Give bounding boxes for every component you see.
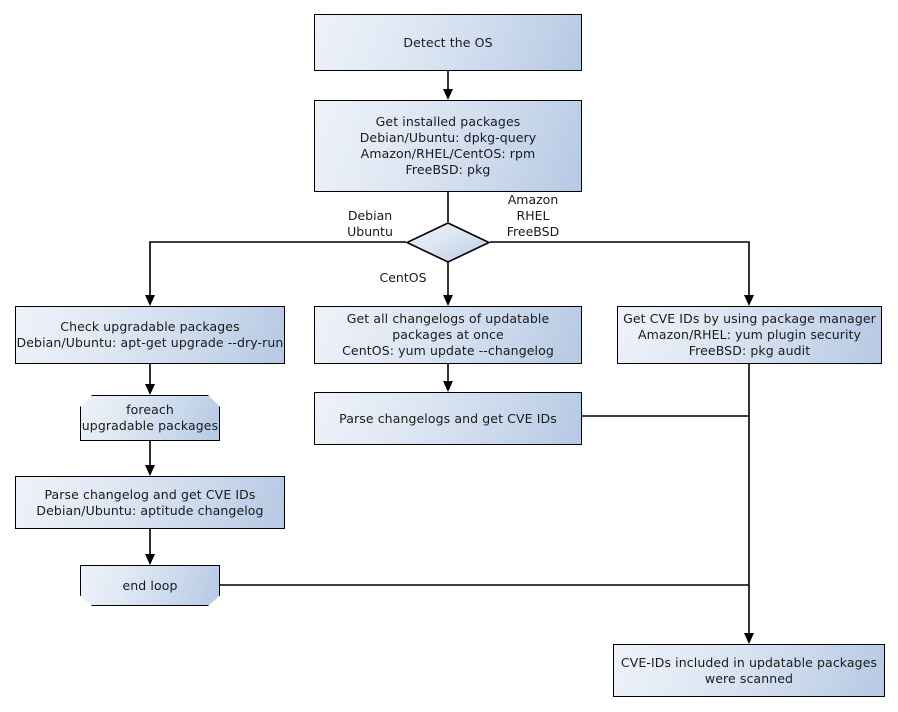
node-get-installed-packages[interactable]: Get installed packages Debian/Ubuntu: dp… <box>314 100 582 192</box>
node-get-all-changelogs[interactable]: Get all changelogs of updatable packages… <box>314 306 582 364</box>
node-foreach-upgradable-packages[interactable]: foreach upgradable packages <box>80 395 220 441</box>
node-parse-changelog-get-cve-ids[interactable]: Parse changelog and get CVE IDs Debian/U… <box>15 476 285 529</box>
node-check-upgradable-packages[interactable]: Check upgradable packages Debian/Ubuntu:… <box>15 306 285 364</box>
node-detect-os[interactable]: Detect the OS <box>314 14 582 71</box>
edge-label-amazon-rhel-freebsd: Amazon RHEL FreeBSD <box>506 192 560 239</box>
node-get-cve-ids-package-manager[interactable]: Get CVE IDs by using package manager Ama… <box>617 306 882 364</box>
node-end-loop[interactable]: end loop <box>80 565 220 606</box>
node-parse-changelogs-bulk[interactable]: Parse changelogs and get CVE IDs <box>314 392 582 445</box>
edge-label-debian-ubuntu: Debian Ubuntu <box>347 208 393 239</box>
node-cve-ids-scanned-result[interactable]: CVE-IDs included in updatable packages w… <box>613 644 885 697</box>
node-os-decision[interactable] <box>405 222 491 263</box>
edge-label-centos: CentOS <box>379 270 427 285</box>
